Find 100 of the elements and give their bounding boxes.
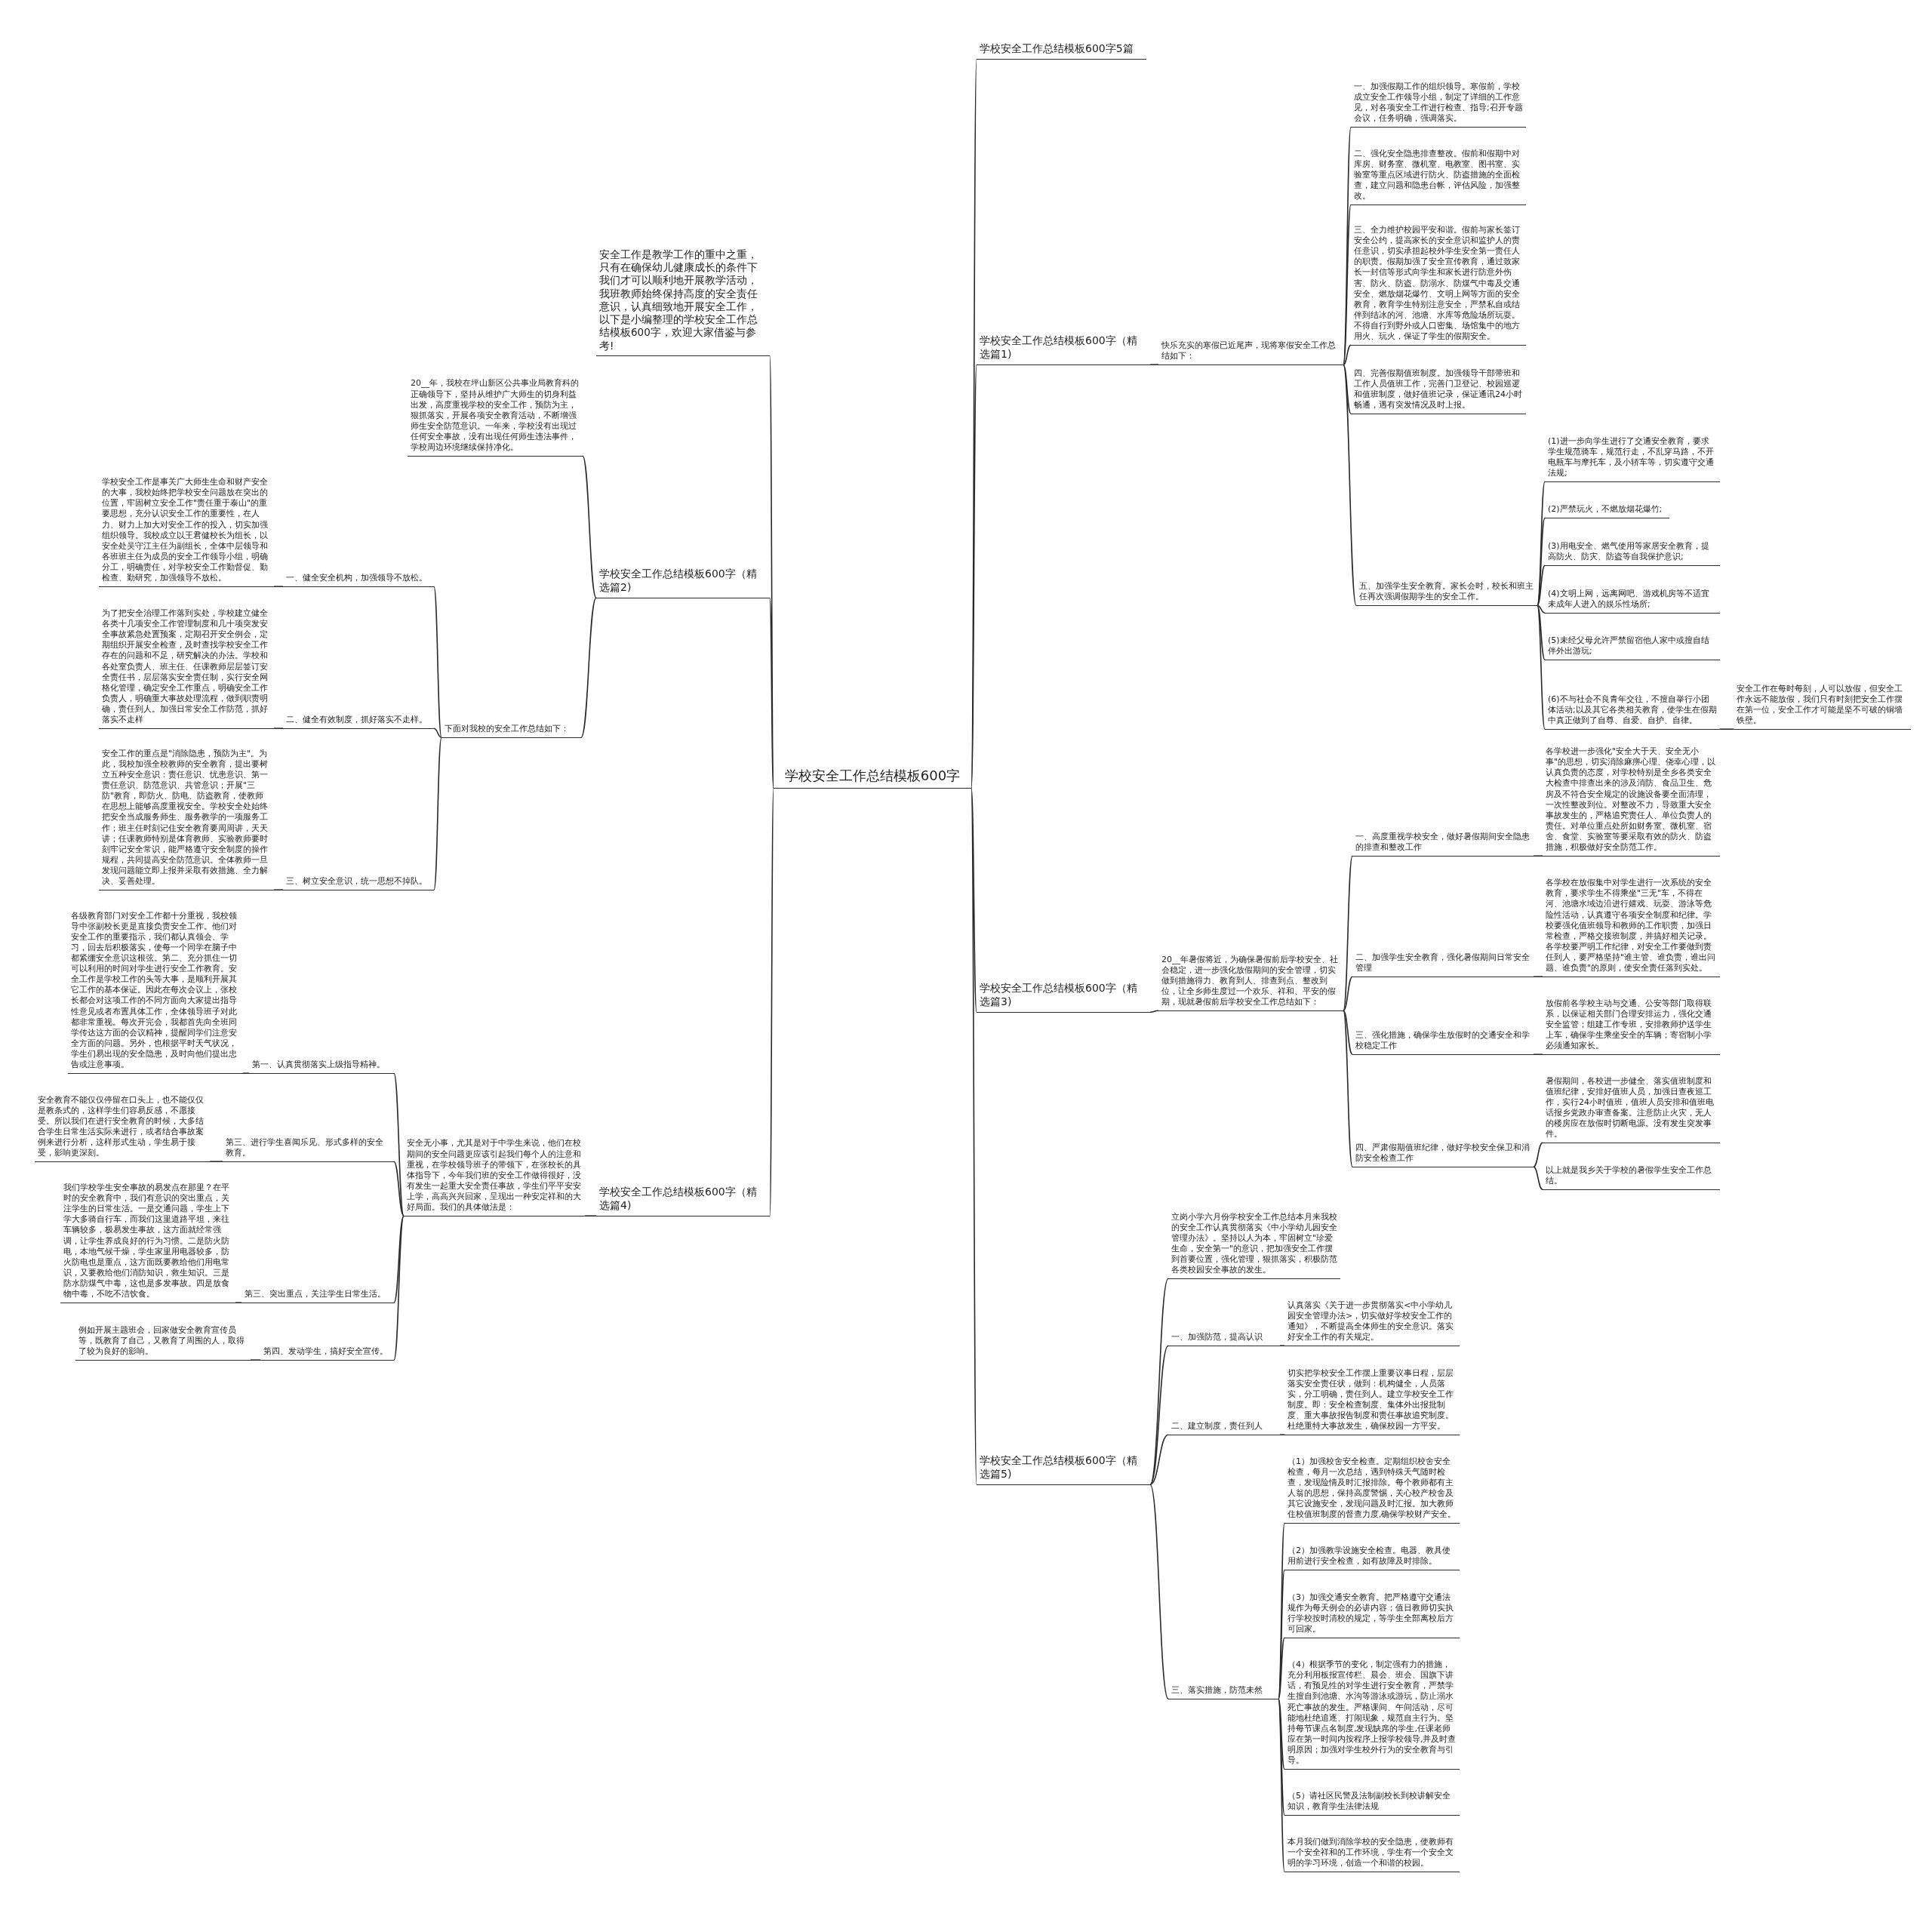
topic-node: 暑假期间，各校进一步健全、落实值班制度和值班纪律，安排好值班人员，加强日查夜巡工作，实行24小时值班，值班人员安排和值班电话报乡党政办审查备案。注意防止火灾，无人的楼房应在放假时切断电源。没有发生突发事件。: [1543, 1075, 1720, 1143]
topic-node: 学校安全工作是事关广大师生生命和财产安全的大事，我校始终把学校安全问题放在突出的位置，牢固树立安全工作"责任重于泰山"的重要思想，充分认识安全工作的重要性，在人力、财力上加大对安全工作的投入，切实加强组织领导。我校成立以王君健校长为组长，以安全处吴守江主任为副组长，全体中层领导和各班班主任为成员的安全工作领导小组，明确分工，明确责任，对学校安全工作勤督促、勤检查、勤研究，加强领导不放松。: [99, 477, 274, 587]
topic-node: 一、加强防范，提高认识: [1168, 1331, 1280, 1346]
topic-node: (1)进一步向学生进行了交通安全教育，要求学生规范骑车，规范行走，不乱穿马路，不开电瓶车与摩托车，及小轿车等，切实遵守交通法规;: [1545, 435, 1720, 482]
topic-node: (3)用电安全、燃气使用等家居安全教育，提高防火、防灾、防盗等自我保护意识;: [1545, 540, 1720, 566]
connector-line: [971, 787, 977, 1013]
topic-node: 一、加强假期工作的组织领导。寒假前，学校成立安全工作领导小组，制定了详细的工作意见，对各项安全工作进行检查、指导;召开专题会议，任务明确，强调落实。: [1351, 81, 1526, 128]
connector-line: [1278, 1569, 1285, 1699]
topic-node: 学校安全工作总结模板600字（精选篇4): [596, 1186, 770, 1216]
connector-line: [273, 727, 284, 729]
connector-line: [235, 1302, 242, 1303]
connector-line: [242, 1072, 250, 1074]
connector-line: [584, 1215, 597, 1216]
connector-line: [393, 1215, 405, 1303]
topic-node: 二、强化安全隐患排查整改。假前和假期中对库房、财务室、微机室、电教室、图书室、实验室等重点区域进行防火、防盗措施的全面检查，建立问题和隐患台帐，评估风险，加强整改。: [1351, 148, 1526, 205]
topic-node: (4)文明上网，远离网吧、游戏机房等不适宜未成年人进入的娱乐性场所;: [1545, 588, 1720, 614]
connector-line: [1343, 344, 1352, 365]
topic-node: 学校安全工作总结模板600字（精选篇5): [977, 1454, 1150, 1485]
topic-node: 二、建立制度，责任到人: [1168, 1420, 1280, 1435]
connector-line: [393, 1072, 405, 1216]
connector-line: [1279, 1345, 1285, 1346]
topic-node: 各学校进一步强化"安全大于天、安全无小事"的思想，切实消除麻痹心理、侥幸心理，以认真负责的态度，对学校特别是全乡各类安全大检查中排查出来的涉及消防、食品卫生、危房及不符合安全规定的设施设备要全面清理，一次性整改到位。对整改不力，导致重大安全事故发生的，严格追究责任人、单位负责人的责任。对单位重点处所如财务室、微机室、宿舍、食堂、实验室等要采取有效的防火、防盗措施，积极做好安全防范工作。: [1543, 746, 1720, 857]
connector-line: [1279, 1434, 1285, 1435]
topic-node: 学校安全工作总结模板600字（精选篇2): [596, 567, 770, 598]
topic-node: 三、强化措施，确保学生放假时的交通安全和学校稳定工作: [1352, 1029, 1534, 1055]
topic-node: 安全教育不能仅仅停留在口头上，也不能仅仅是教条式的，这样学生们容易反感，不愿接受。所以我们在进行安全教育的时候，大多结合学生日常生活实际来进行，或者结合事故案例来进行分析，这样形式生动，学生易于接受，影响更深刻。: [35, 1094, 210, 1162]
topic-node: (2)严禁玩火，不燃放烟花爆竹;: [1545, 503, 1669, 518]
connector-line: [1533, 1053, 1543, 1055]
topic-node: 切实把学校安全工作摆上重要议事日程，层层落实安全责任状，做到：机构健全，人员落实，分工明确，责任到人。建立学校安全工作制度。即：安全检查制度、集体外出报批制度、重大事故报告制度和责任事故追究制度。杜绝重特大事故发生，确保校园一方平安。: [1284, 1367, 1460, 1435]
topic-node: 安全工作是教学工作的重中之重，只有在确保幼儿健康成长的条件下我们才可以顺利地开展教学活动，我班教师始终保持高度的安全责任意识，认真细致地开展安全工作，以下是小编整理的学校安全工作总结模板600字，欢迎大家借鉴与参考!: [596, 248, 770, 356]
connector-line: [1537, 517, 1546, 606]
connector-line: [1149, 1010, 1159, 1013]
topic-node: 二、加强学生安全教育，强化暑假期间日常安全管理: [1352, 952, 1534, 977]
topic-node: 以上就是我乡关于学校的暑假学生安全工作总结。: [1543, 1164, 1720, 1190]
connector-line: [1149, 1345, 1169, 1485]
topic-node: 学校安全工作总结模板600字（精选篇3): [977, 982, 1150, 1013]
topic-node: 第三、突出重点，关注学生日常生活。: [242, 1288, 394, 1303]
topic-node: 本月我们做到消除学校的安全隐患，使教师有一个安全祥和的工作环境，学生有一个安全文明的学习环境，创造一个和谐的校园。: [1284, 1836, 1460, 1872]
topic-node: 安全无小事，尤其是对于中学生来说，他们在校期间的安全问题更应该引起我们每个人的注意和重视，在学校领导班子的带领下，在张校长的具体指导下，今年我们班的安全工作做得很好，没有发生一起重大安全责任事故，学生们平平安安上学，高高兴兴回家，呈现出一种安定祥和的大好局面。我们的具体做法是：: [404, 1138, 585, 1216]
connector-line: [1343, 855, 1353, 1011]
connector-line: [1537, 604, 1546, 614]
topic-node: 五、加强学生安全教育。家长会时，校长和班主任再次强调假期学生的安全工作。: [1356, 580, 1537, 606]
topic-node: （5）请社区民警及法制副校长到校讲解安全知识，教育学生法律法规: [1284, 1790, 1460, 1816]
topic-node: 学校安全工作总结模板600字5篇: [977, 42, 1146, 60]
topic-node: 一、高度重视学校安全，做好暑假期间安全隐患的排查和整改工作: [1352, 831, 1534, 857]
topic-node: （3）加强交通安全教育。把严格遵守交通法规作为每天例会的必讲内容；值日教师切实执行学校按时清校的规定，等学生全部离校后方可回家。: [1284, 1592, 1460, 1638]
topic-node: 学校安全工作总结模板600字（精选篇1): [977, 334, 1150, 365]
topic-node: 四、严肃假期值班纪律，做好学校安全保卫和消防安全检查工作: [1352, 1142, 1534, 1167]
connector-line: [1537, 604, 1546, 660]
topic-node: (5)未经父母允许严禁留宿他人家中或擅自结伴外出游玩;: [1545, 635, 1720, 660]
connector-line: [1343, 364, 1357, 606]
connector-line: [1149, 364, 1159, 365]
connector-line: [971, 787, 977, 1485]
topic-node: 一、健全安全机构，加强领导不放松。: [283, 572, 434, 587]
connector-line: [273, 889, 284, 890]
connector-line: [580, 597, 597, 738]
connector-line: [1533, 976, 1543, 977]
topic-node: 我们学校学生安全事故的易发点在那里？在平时的安全教育中，我们有意识的突出重点，关注学生的日常生活。一是交通问题，学生上下学大多骑自行车，而我们这里道路平坦，来往车辆较多，极易发生事故，这方面就经常强调，让学生养成良好的行为习惯。二是防火防电，本地气候干燥，学生家里用电器较多，防火防电也是重点，这方面既要教给他们用电常识，又要教给他们消防知识，救生知识。三是防水防煤气中毒，这也是多发事故。四是放食物中毒，不吃不洁饮食。: [60, 1183, 235, 1303]
connector-line: [433, 737, 442, 890]
topic-node: 三、全力维护校园平安和谐。假前与家长签订安全公约，提高家长的安全意识和监护人的责任意识，切实承担起校外学生安全第一责任人的职责。假期加强了安全宣传教育，通过致家长一封信等形式向学生和家长进行防意外伤害、防火、防盗、防溺水、防煤气中毒及交通安全、燃放烟花爆竹、文明上网等方面的安全教育，教育学生特别注意安全，严禁私自或结伴到结冰的河、池塘、水库等危险场所玩耍。不得自行到野外或人口密集、场馆集中的地方用火、玩火，保证了学生的假期安全。: [1351, 225, 1526, 346]
topic-node: 20__年暑假将近，为确保暑假前后学校安全、社会稳定，进一步强化放假期间的安全管理，切实做到措施得力、教育到人、排查到点、整改到位，让全乡师生度过一个欢乐、祥和、平安的假期，现就暑假前后学校安全工作总结如下：: [1158, 954, 1343, 1011]
topic-node: （1）加强校舍安全检查。定期组织校舍安全检查，每月一次总结，遇到特殊天气随时检查，发现险情及时汇报排除。每个教师都有主人翁的思想，保持高度警惕，关心校产校舍及其它设施安全，发现问题及时汇报。加大教师住校值班制度的督查力度,确保学校财产安全。: [1284, 1456, 1460, 1524]
connector-line: [1533, 1142, 1543, 1167]
connector-line: [1533, 855, 1543, 857]
topic-node: 安全工作的重点是"消除隐患，预防为主"。为此，我校加强全校教师的安全教育，提出要树立五种安全意识：责任意识、忧患意识、第一责任意识、防范意识、共管意识；开展"三防"教育，即防火、防电、防盗教育，使教师在思想上能够高度重视安全。学校安全处始终把安全当成服务师生、服务教学的一项服务工作；班主任时刻记住安全教育要周周讲，天天讲；任课教师特别是体育教师、实验教师要时刻牢记安全常识，能严格遵守安全制度的操作规程，共同提高安全防范意识。全体教师一旦发现问题能立即上报并采取有效措施、全力解决、妥善处理。: [99, 749, 274, 890]
topic-node: 例如开展主题班会，回家做安全教育宣传员等，既教育了自己，又教育了周围的人，取得了较为良好的影响。: [75, 1324, 251, 1361]
topic-node: 第一、认真贯彻落实上级指导精神。: [249, 1059, 394, 1074]
topic-node: 三、树立安全意识，统一思想不掉队。: [283, 875, 434, 890]
topic-node: 快乐充实的寒假已近尾声，现将寒假安全工作总结如下：: [1158, 340, 1343, 365]
topic-node: 安全工作在每时每刻，人可以放假，但安全工作永远不能放假，我们只有时刻把安全工作摆在第一位，安全工作才可能是坚不可破的铜墙铁壁。: [1734, 683, 1911, 730]
connector-line: [393, 1215, 405, 1361]
topic-node: 二、健全有效制度，抓好落实不走样。: [283, 714, 434, 729]
topic-node: (6)不与社会不良青年交往，不擅自举行小团体活动;以及其它各类相关教育，使学生在假期中真正做到了自尊、自爱、自护、自律。: [1545, 694, 1720, 730]
connector-line: [1149, 1484, 1169, 1699]
topic-node: （2）加强教学设施安全检查。电器、教具使用前进行安全检查，如有故障及时排除。: [1284, 1545, 1460, 1570]
connector-line: [1537, 604, 1546, 730]
topic-node: 三、落实措施，防范未然: [1168, 1684, 1278, 1699]
topic-node: 放假前各学校主动与交通、公安等部门取得联系，以保证相关部门合理安排运力，强化交通安全监管；组建工作专班，安排教师护送学生上车，确保学生乘坐安全的车辆；寄宿制小学必须通知家长。: [1543, 998, 1720, 1055]
connector-line: [769, 597, 774, 789]
connector-line: [1343, 204, 1352, 365]
connector-line: [1343, 976, 1353, 1011]
connector-line: [1343, 1010, 1353, 1167]
connector-line: [1537, 564, 1546, 606]
topic-node: 20__年，我校在坪山新区公共事业局教育科的正确领导下，坚持从维护广大师生的切身利益出发，高度重视学校的安全工作，预防为主，狠抓落实，开展各项安全教育活动，不断增强师生安全防范意识。一年来，学校没有出现过任何安全事故，没有出现任何师生违法事件，学校周边环境继续保持净化。: [408, 378, 583, 457]
topic-node: 第三、进行学生喜闻乐见、形式多样的安全教育。: [223, 1137, 394, 1162]
connector-line: [769, 787, 774, 1216]
connector-line: [1149, 1278, 1169, 1485]
topic-node: 第四、发动学生，搞好安全宣传。: [260, 1346, 394, 1361]
central-topic: 学校安全工作总结模板600字: [774, 766, 971, 789]
connector-line: [1278, 1698, 1285, 1872]
topic-node: 为了把安全治理工作落到实处，学校建立健全各类十几项安全工作管理制度和几十项突发安全事故紧急处置预案，定期召开安全例会，定期组织开展安全检查，及时查找学校安全工作存在的问题和不足，研究解决的办法。学校和各处室负责人、班主任、任课教师层层签订安全责任书，层层落实安全责任制，实行安全网格化管理，确定安全工作重点，明确安全工作负责人，明确重大事故处理流程，做到职责明确，责任到人。加强日常安全工作防范，抓好落实不走样: [99, 608, 274, 729]
connector-line: [209, 1161, 223, 1162]
connector-line: [1343, 1010, 1353, 1055]
connector-line: [433, 586, 442, 738]
connector-line: [250, 1359, 261, 1361]
topic-node: 四、完善假期值班制度。加强领导干部带班和工作人员值班工作，完善门卫登记、校园巡逻和值班制度，做好值班记录，保证通讯24小时畅通，遇有突发情况及时上报。: [1351, 368, 1526, 414]
connector-line: [433, 727, 442, 738]
topic-node: 各级教育部门对安全工作都十分重视，我校领导中张副校长更是直接负责安全工作。他们对安全工作的重要指示，我们都认真领会、学习，回去后积极落实，使每一个同学在脑子中都紧绷安全意识这根弦。第二、充分抓住一切可以利用的时间对学生进行安全工作教育。安全工作是学校工作的头等大事，是顺利开展其它工作的基本保证。因此在每次会议上，张校长都会对这项工作的不同方面向大家提出指导性意见或者布置具体工作，全体领导班子对此都非常重视。每次开完会，我都首先向全班同学传达这方面的会议精神，提醒同学们注意安全方面的问题。另外，也根据平时天气状况，学生们易出现的安全隐患，及时向他们提出忠告或注意事项。: [68, 910, 243, 1074]
connector-line: [1278, 1698, 1285, 1770]
connector-line: [273, 586, 284, 587]
